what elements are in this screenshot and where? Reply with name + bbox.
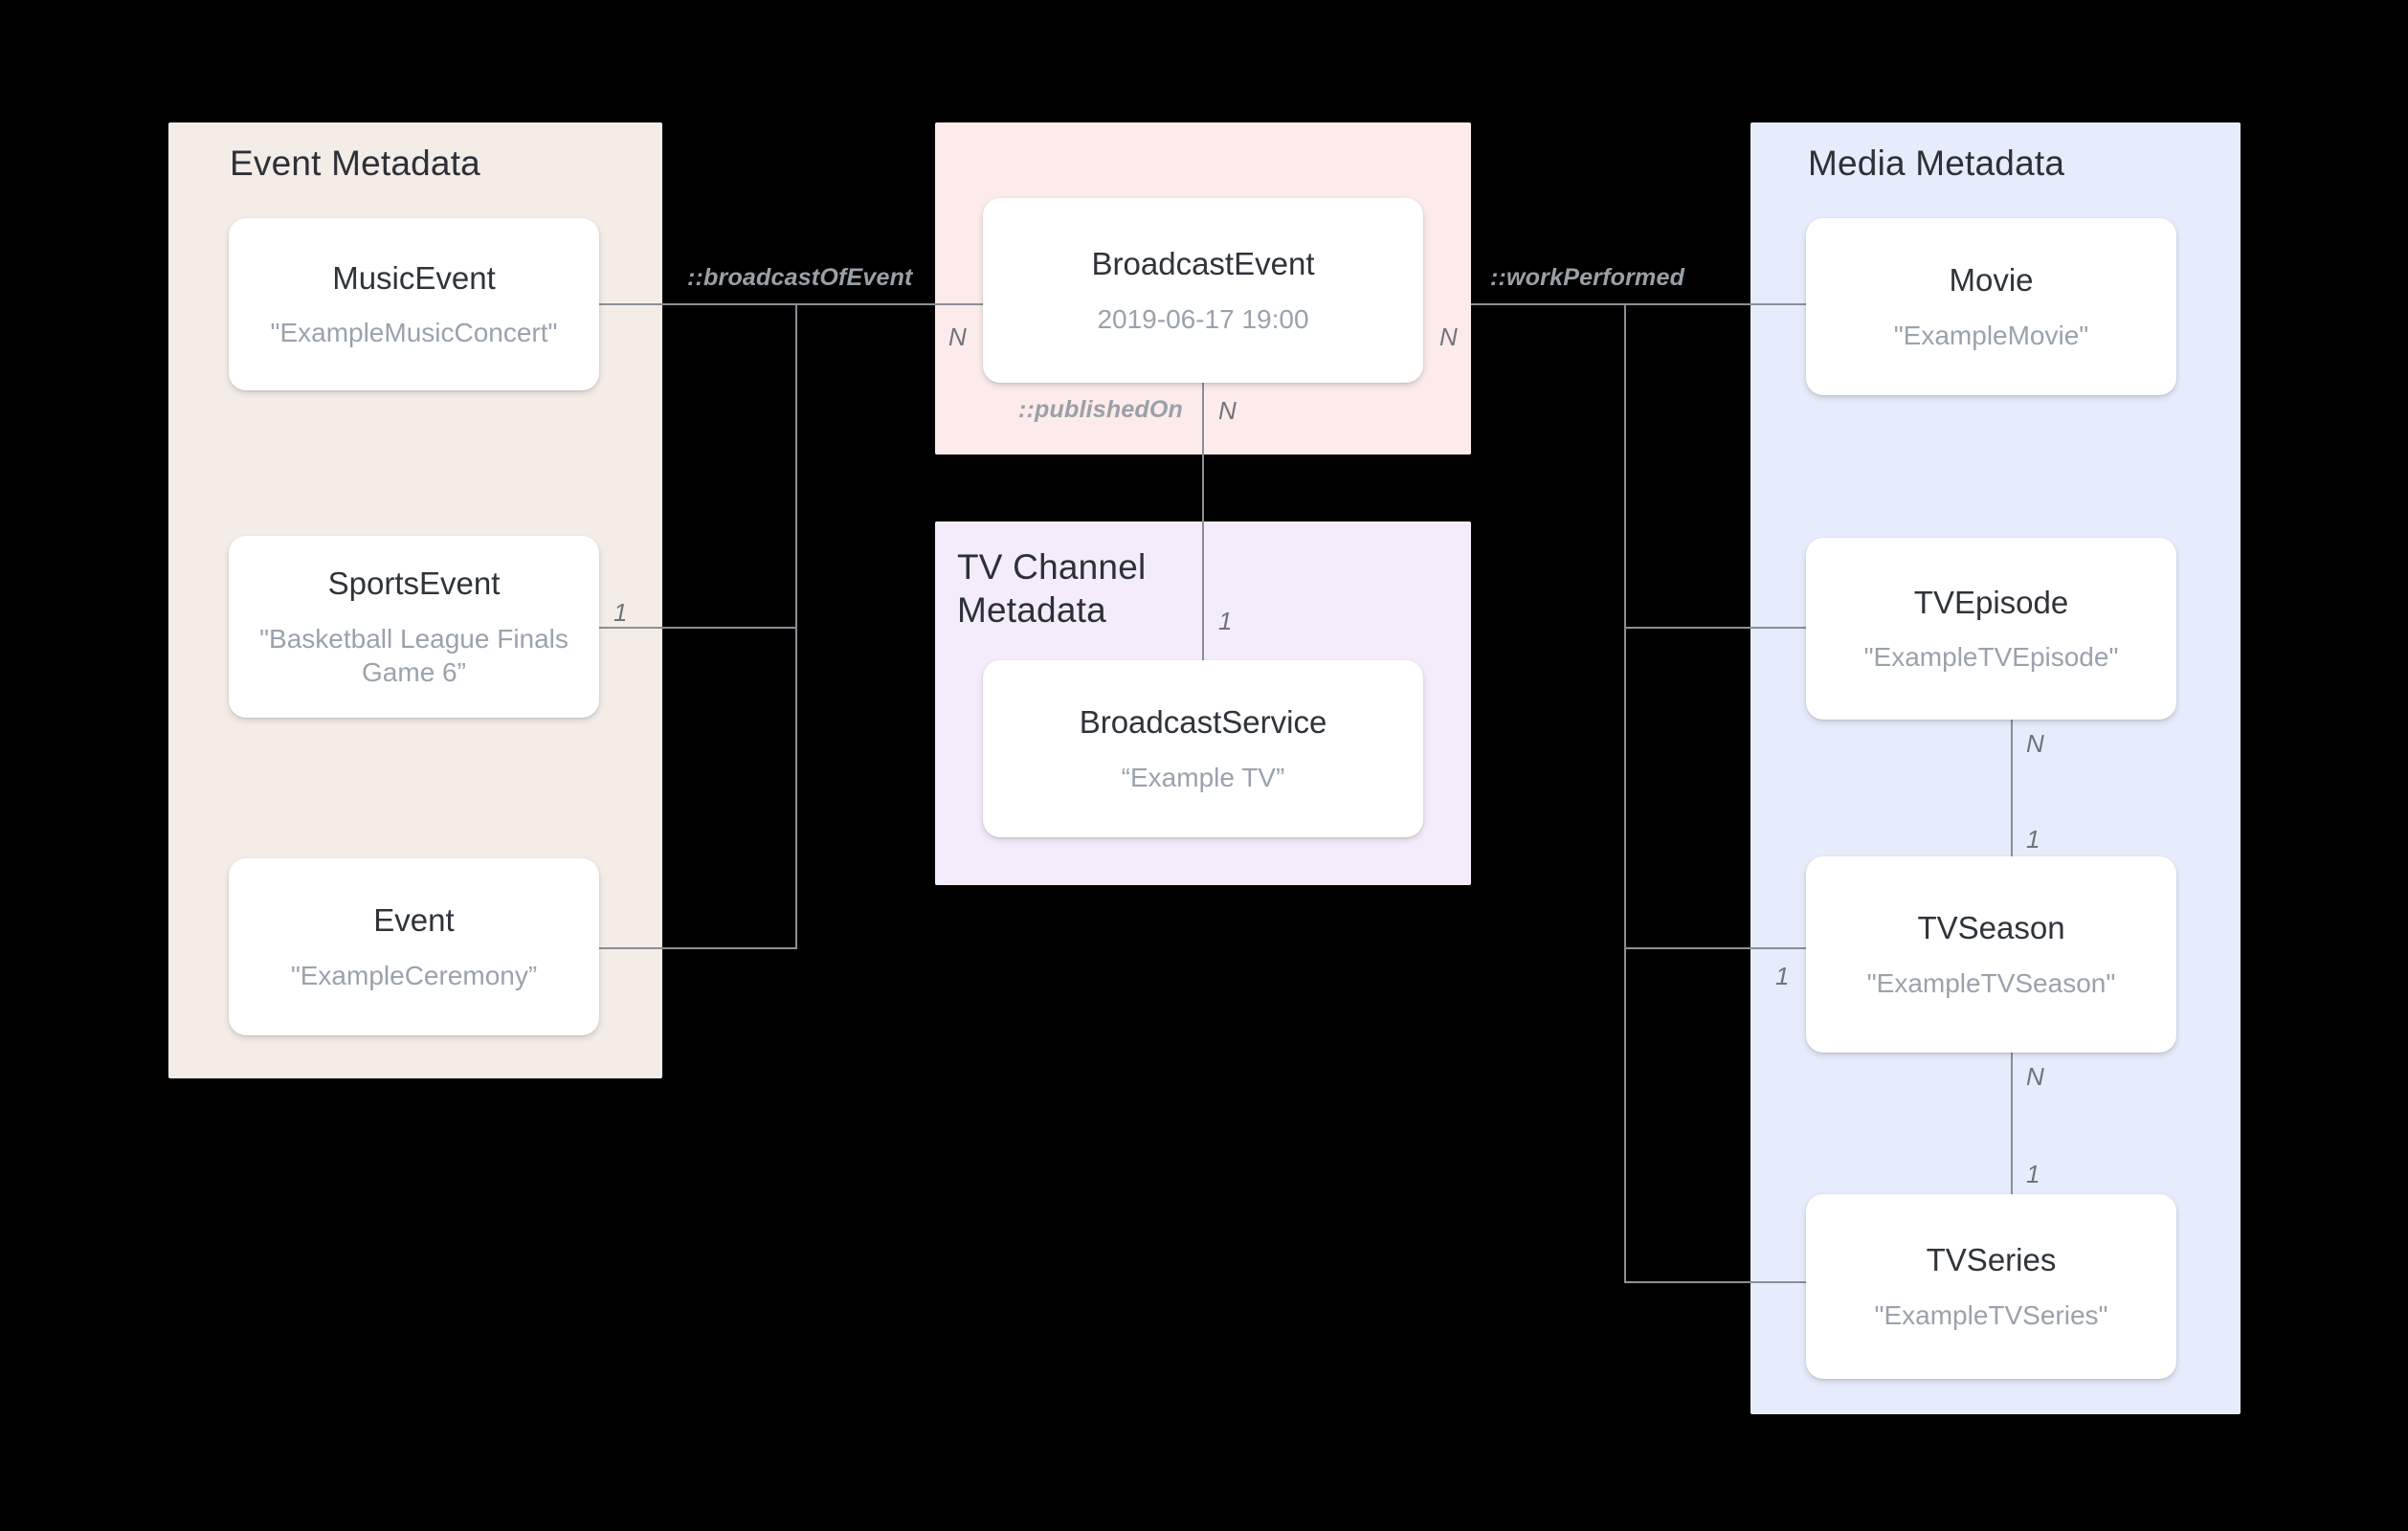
card-tv-season-subtitle: "ExampleTVSeason" xyxy=(1866,967,2116,998)
card-broadcast-event-title: BroadcastEvent xyxy=(1091,246,1315,282)
connector-tv-episode-stub xyxy=(1624,627,1806,629)
relation-label-published-on: ::publishedOn xyxy=(1018,396,1184,423)
card-event-title: Event xyxy=(373,902,455,939)
card-broadcast-service[interactable]: BroadcastService “Example TV” xyxy=(983,660,1423,837)
panel-tvchannel-metadata-title: TV Channel Metadata xyxy=(957,547,1147,631)
relation-label-work-performed: ::workPerformed xyxy=(1490,264,1685,291)
connector-tv-season-tv-series xyxy=(2011,1053,2013,1234)
card-tv-episode[interactable]: TVEpisode "ExampleTVEpisode" xyxy=(1806,538,2176,720)
card-tv-season-title: TVSeason xyxy=(1917,910,2065,946)
card-music-event-title: MusicEvent xyxy=(332,259,496,296)
card-tv-episode-title: TVEpisode xyxy=(1913,584,2069,620)
connector-published-on xyxy=(1202,383,1204,660)
cardinality-sports-event-one: 1 xyxy=(613,598,628,627)
card-music-event[interactable]: MusicEvent "ExampleMusicConcert" xyxy=(229,218,599,390)
card-tv-series[interactable]: TVSeries "ExampleTVSeries" xyxy=(1806,1194,2176,1379)
cardinality-broadcast-event-right: N xyxy=(1439,322,1458,351)
card-tv-episode-subtitle: "ExampleTVEpisode" xyxy=(1863,642,2119,673)
card-broadcast-service-title: BroadcastService xyxy=(1079,704,1327,741)
card-movie-subtitle: "ExampleMovie" xyxy=(1893,320,2089,350)
cardinality-tv-season-one-left: 1 xyxy=(1775,962,1790,990)
cardinality-tv-season-n: N xyxy=(2026,1062,2044,1091)
card-movie-title: Movie xyxy=(1949,262,2034,299)
connector-tv-season-stub xyxy=(1624,947,1806,949)
connector-music-event-stub xyxy=(598,303,797,305)
card-sports-event[interactable]: SportsEvent "Basketball League Finals Ga… xyxy=(229,536,599,718)
cardinality-broadcast-event-left: N xyxy=(948,322,967,351)
card-movie[interactable]: Movie "ExampleMovie" xyxy=(1806,218,2176,395)
card-broadcast-event[interactable]: BroadcastEvent 2019-06-17 19:00 xyxy=(983,198,1423,383)
cardinality-published-on-n: N xyxy=(1218,396,1237,425)
connector-sports-event-stub xyxy=(598,627,797,629)
relation-label-broadcast-of-event: ::broadcastOfEvent xyxy=(687,264,913,291)
panel-media-metadata-title: Media Metadata xyxy=(1808,144,2065,183)
cardinality-tv-episode-n: N xyxy=(2026,729,2044,758)
card-tv-series-title: TVSeries xyxy=(1926,1242,2057,1278)
card-event[interactable]: Event "ExampleCeremony” xyxy=(229,858,599,1035)
connector-movie-stub xyxy=(1624,303,1806,305)
connector-event-stub xyxy=(598,947,797,949)
card-sports-event-title: SportsEvent xyxy=(327,566,501,602)
card-music-event-subtitle: "ExampleMusicConcert" xyxy=(270,318,558,348)
connector-tv-series-stub xyxy=(1624,1281,1806,1283)
card-event-subtitle: "ExampleCeremony” xyxy=(290,960,538,990)
connector-tv-episode-tv-season xyxy=(2011,720,2013,901)
card-tv-series-subtitle: "ExampleTVSeries" xyxy=(1874,1299,2108,1330)
card-tv-season[interactable]: TVSeason "ExampleTVSeason" xyxy=(1806,856,2176,1053)
cardinality-tv-series-one: 1 xyxy=(2026,1160,2040,1188)
panel-event-metadata-title: Event Metadata xyxy=(230,144,480,183)
connector-media-bus xyxy=(1624,303,1626,1282)
connector-event-bus xyxy=(795,303,797,949)
card-broadcast-event-subtitle: 2019-06-17 19:00 xyxy=(1097,303,1309,334)
card-sports-event-subtitle: "Basketball League Finals Game 6” xyxy=(259,623,569,687)
card-broadcast-service-subtitle: “Example TV” xyxy=(1121,762,1285,792)
connector-broadcast-of-event xyxy=(795,303,987,305)
cardinality-broadcast-service-one: 1 xyxy=(1218,607,1233,635)
cardinality-tv-season-one-top: 1 xyxy=(2026,825,2040,854)
